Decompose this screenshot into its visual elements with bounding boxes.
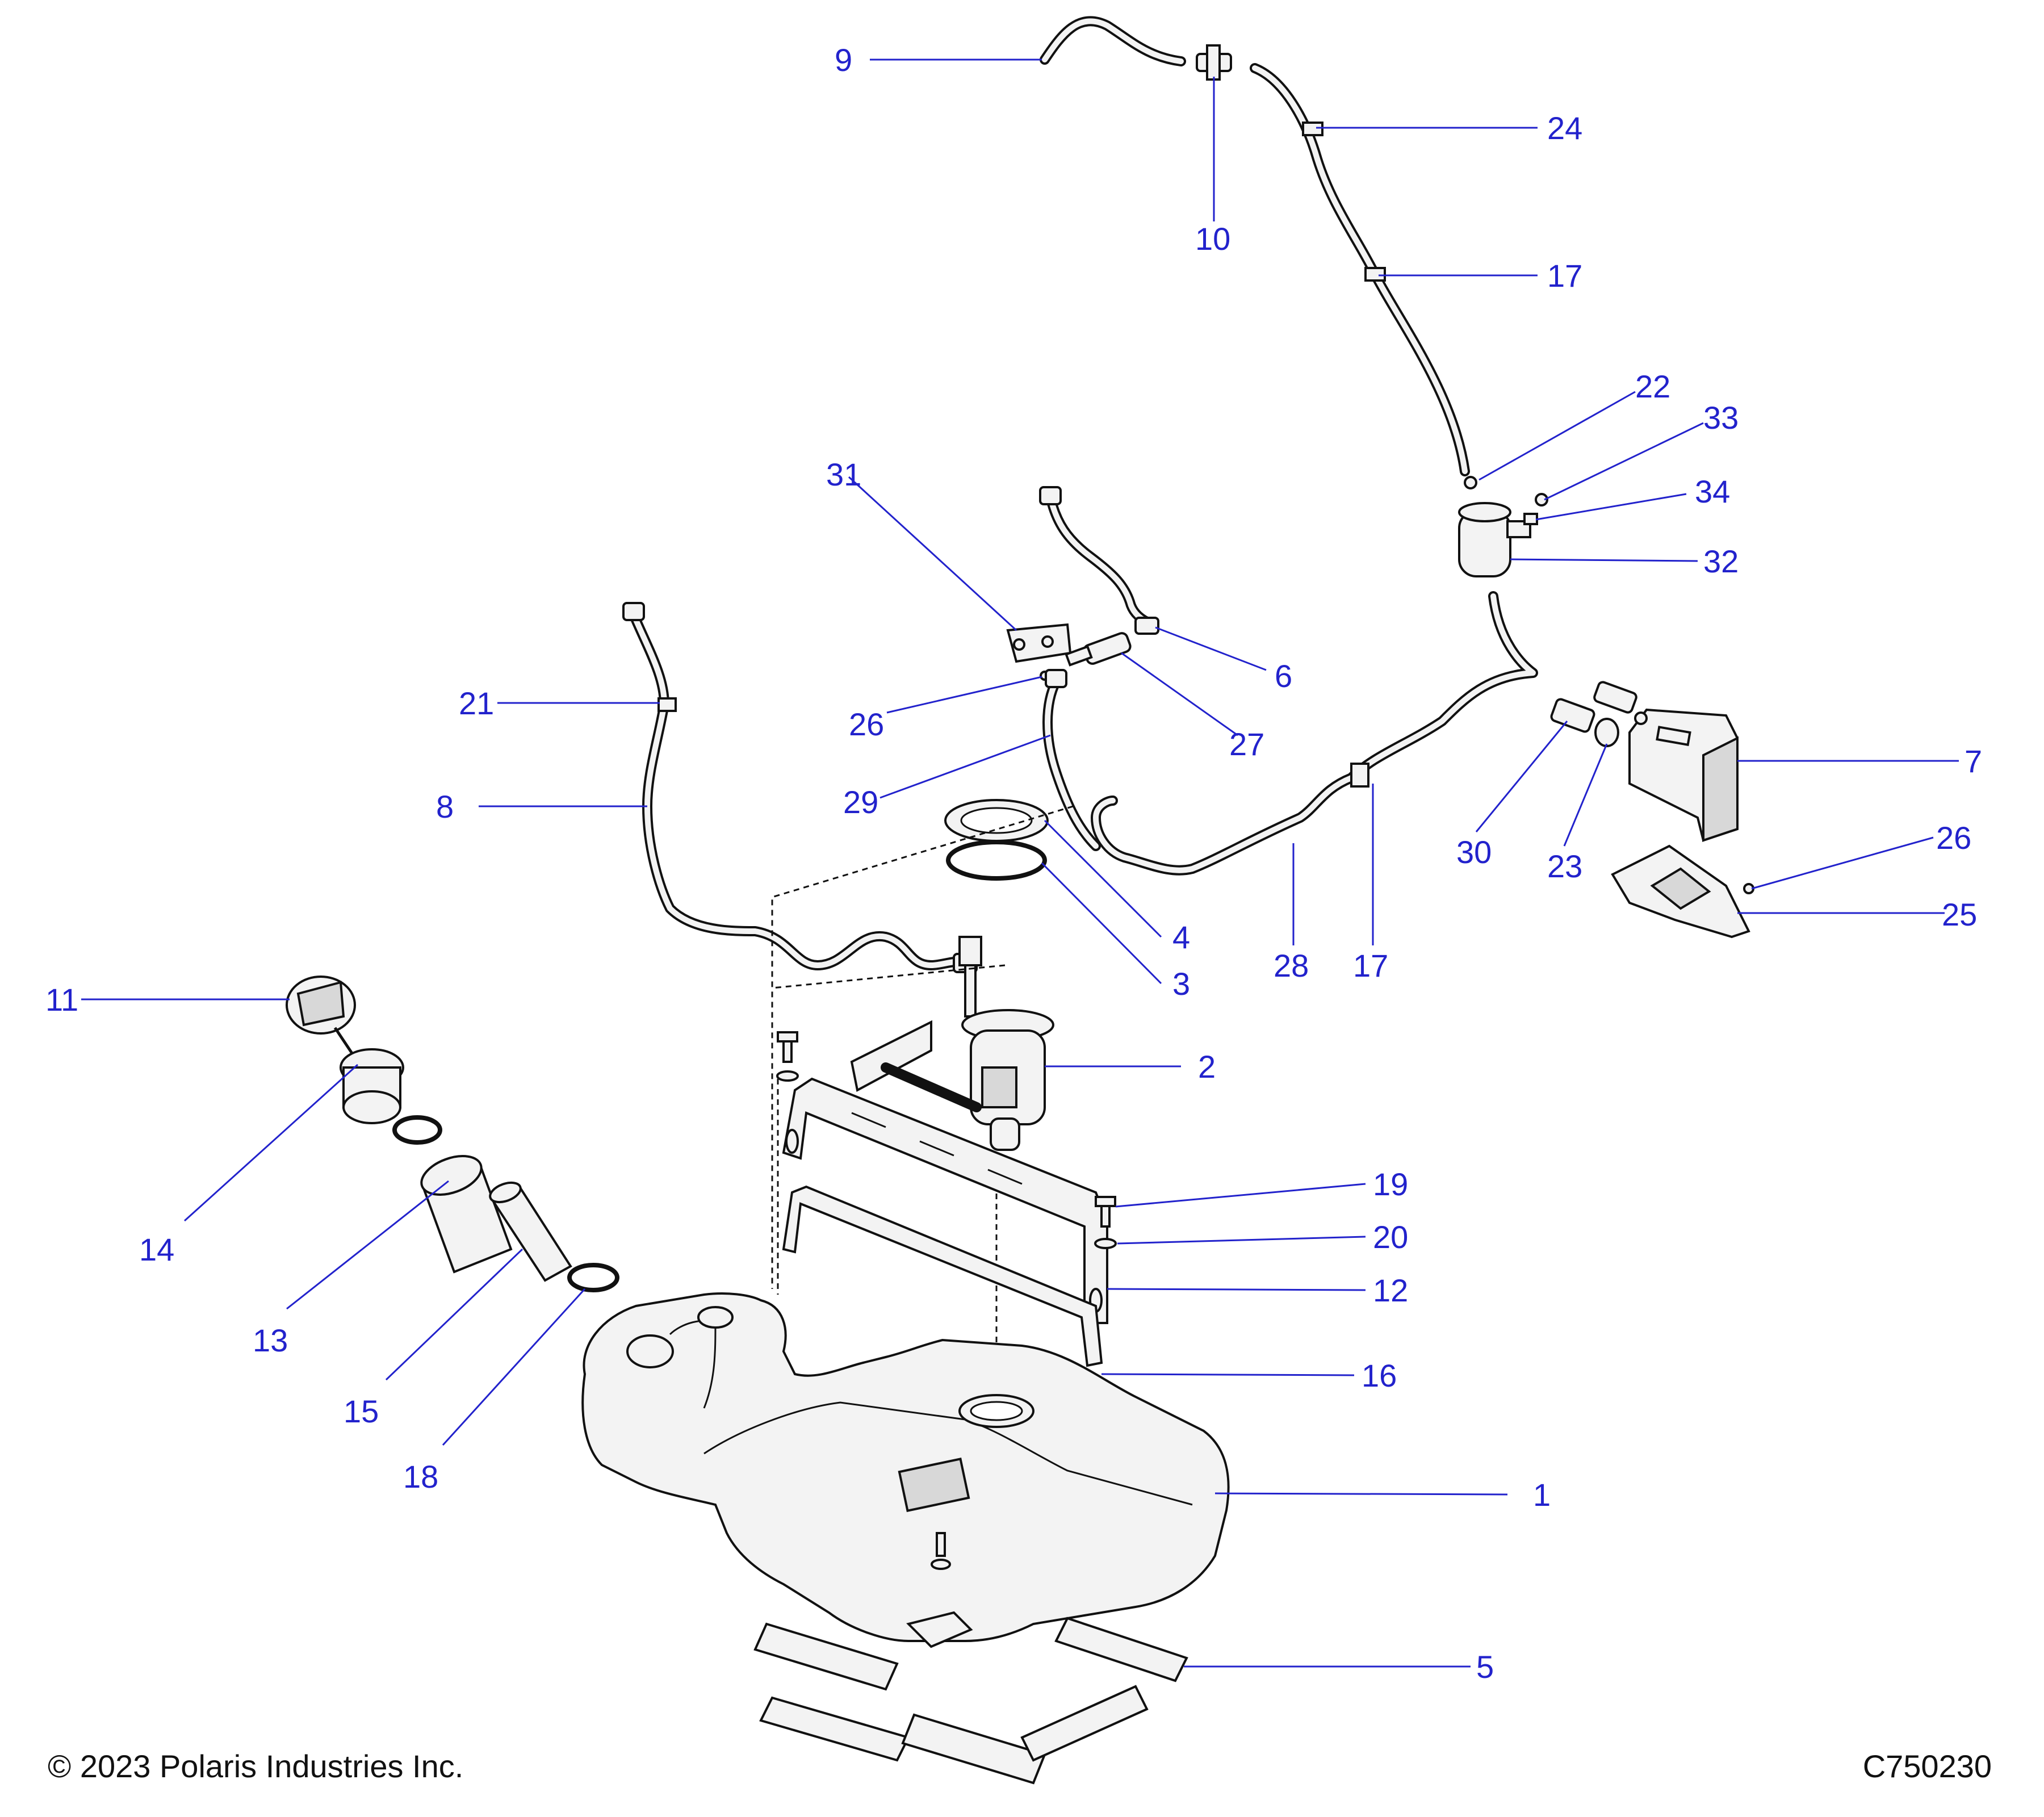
callout-20: 20 xyxy=(1373,1219,1408,1255)
callout-31: 31 xyxy=(826,457,861,492)
callout-34: 34 xyxy=(1695,474,1730,509)
tee-fitting-10 xyxy=(1196,44,1232,81)
callout-12: 12 xyxy=(1373,1272,1408,1308)
callout-25: 25 xyxy=(1942,897,1977,932)
hose-clamp-upper xyxy=(392,1115,442,1145)
callout-29: 29 xyxy=(843,784,878,820)
callout-24: 24 xyxy=(1547,110,1582,146)
lock-ring-4 xyxy=(944,799,1049,842)
callout-labels: 9 10 24 17 22 33 34 32 31 6 26 27 21 29 … xyxy=(45,42,1982,1685)
seal-3 xyxy=(946,840,1047,881)
filler-tube-15 xyxy=(489,1181,572,1282)
callout-9: 9 xyxy=(835,42,852,78)
vent-port xyxy=(697,1306,734,1329)
fuel-tank-1 xyxy=(581,1292,1230,1648)
fuel-filter-27 xyxy=(1065,632,1132,667)
bracket-31 xyxy=(1006,623,1072,663)
dashed-assembly-line xyxy=(771,805,1074,1289)
fuel-cap-11 xyxy=(286,976,356,1054)
callout-15: 15 xyxy=(344,1393,379,1429)
filler-neck-14 xyxy=(340,1048,404,1124)
callout-4: 4 xyxy=(1172,919,1190,955)
callout-19: 19 xyxy=(1373,1166,1408,1202)
bolt-strap-left xyxy=(776,1031,799,1082)
filler-hose-13 xyxy=(420,1155,513,1274)
callout-5: 5 xyxy=(1476,1649,1494,1685)
callout-1: 1 xyxy=(1533,1477,1551,1513)
callout-17: 17 xyxy=(1547,258,1582,294)
tank-label xyxy=(898,1457,970,1513)
seal-22 xyxy=(1464,476,1477,489)
tank-pads-5 xyxy=(753,1617,1188,1785)
callout-26: 26 xyxy=(849,706,884,742)
callout-16: 16 xyxy=(1362,1358,1397,1393)
callout-32: 32 xyxy=(1703,543,1739,579)
nut-34 xyxy=(1523,513,1538,525)
fuel-line-upper xyxy=(1039,486,1159,635)
hose-clamp-17 xyxy=(1364,267,1386,282)
callout-23: 23 xyxy=(1547,848,1582,884)
hose-clamp-18 xyxy=(567,1263,619,1292)
callout-10: 10 xyxy=(1195,221,1230,257)
callout-27: 27 xyxy=(1229,726,1264,762)
copyright-notice: © 2023 Polaris Industries Inc. xyxy=(48,1748,464,1784)
leader-lines xyxy=(81,58,1959,1668)
callout-3: 3 xyxy=(1172,966,1190,1002)
clamp-23 xyxy=(1594,718,1619,747)
callout-33: 33 xyxy=(1703,400,1739,436)
canister-bracket-25 xyxy=(1611,844,1754,939)
bolt-19 xyxy=(1095,1196,1116,1228)
callout-22: 22 xyxy=(1635,369,1670,404)
callout-6: 6 xyxy=(1275,658,1292,694)
screw-33 xyxy=(1535,493,1548,506)
callout-18: 18 xyxy=(403,1459,438,1494)
tank-strap-16 xyxy=(782,1185,1103,1367)
callout-14: 14 xyxy=(139,1232,174,1267)
hose-clamp-17b xyxy=(1350,763,1369,788)
washer-20 xyxy=(1094,1238,1117,1249)
drawing-id: C750230 xyxy=(1862,1748,1992,1784)
charcoal-canister-7 xyxy=(1628,708,1739,842)
vent-line-28 xyxy=(1091,591,1538,876)
callout-21: 21 xyxy=(459,685,494,721)
callout-13: 13 xyxy=(253,1322,288,1358)
filler-port xyxy=(626,1334,674,1368)
pump-connector xyxy=(958,936,982,966)
tank-strap-12 xyxy=(782,1077,1108,1324)
callout-17-lower: 17 xyxy=(1353,948,1388,983)
connector-30 xyxy=(1550,698,1595,733)
clamp-21 xyxy=(657,697,677,712)
callout-30: 30 xyxy=(1456,834,1492,870)
hose-clamp-24 xyxy=(1302,122,1323,136)
fuel-line-29 xyxy=(1042,669,1101,851)
fuel-line-8 xyxy=(622,602,978,973)
callout-8: 8 xyxy=(436,789,454,824)
callout-11: 11 xyxy=(45,982,78,1018)
callout-26-right: 26 xyxy=(1936,820,1971,856)
vent-hose-upper xyxy=(1040,16,1470,476)
callout-28: 28 xyxy=(1274,948,1309,983)
quick-connector xyxy=(1593,681,1637,714)
callout-2: 2 xyxy=(1198,1049,1216,1085)
rollover-valve-32 xyxy=(1458,476,1548,577)
connector-6 xyxy=(1134,617,1159,635)
callout-7: 7 xyxy=(1965,743,1982,779)
fuel-pump-2 xyxy=(850,936,1054,1380)
